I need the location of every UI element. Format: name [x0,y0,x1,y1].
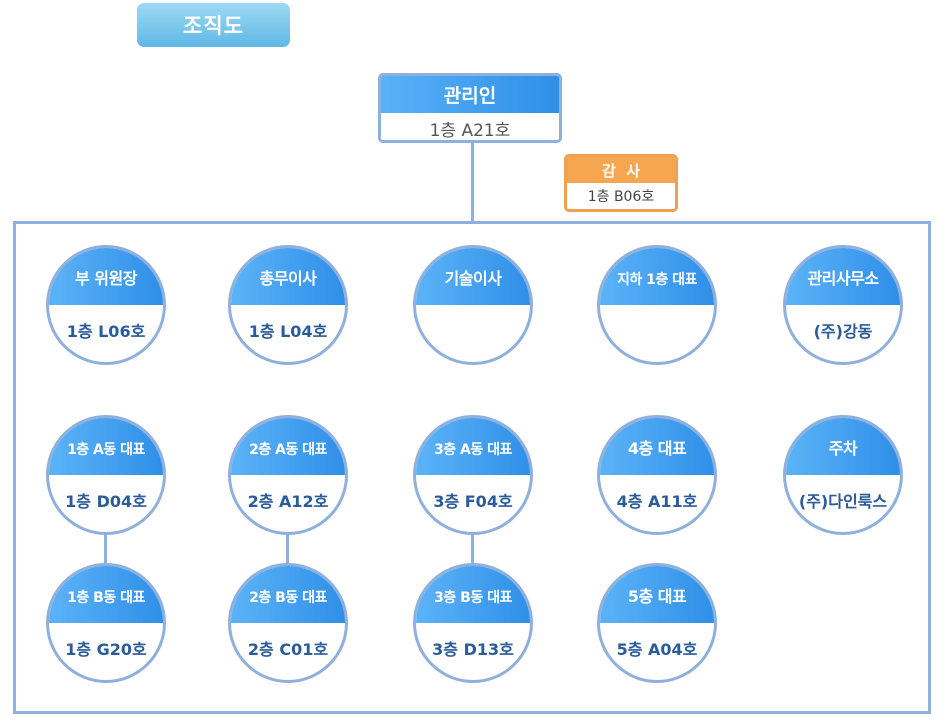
manager-box: 관리인 1층 A21호 [378,73,562,143]
node-2f-a-rep: 2층 A동 대표 2층 A12호 [228,415,348,535]
node-3f-b-rep: 3층 B동 대표 3층 D13호 [413,563,533,683]
manager-location: 1층 A21호 [429,120,511,141]
node-sub: (주)강동 [813,322,873,341]
node-management-office: 관리사무소 (주)강동 [783,245,903,365]
node-sub: 4층 A11호 [616,492,698,511]
node-title: 총무이사 [231,248,345,305]
node-sub: 1층 L04호 [248,322,328,341]
node-title: 5층 대표 [600,566,714,623]
audit-location: 1층 B06호 [587,189,655,205]
node-sub: (주)다인룩스 [798,492,888,511]
node-sub: 1층 L06호 [66,322,146,341]
node-title: 주차 [786,418,900,475]
node-title: 4층 대표 [600,418,714,475]
node-sub: 3층 D13호 [432,640,514,659]
node-technical-director: 기술이사 [413,245,533,365]
node-sub: 1층 G20호 [65,640,147,659]
node-1f-b-rep: 1층 B동 대표 1층 G20호 [46,563,166,683]
node-title: 기술이사 [416,248,530,305]
node-sub: 3층 F04호 [433,492,513,511]
node-sub: 1층 D04호 [65,492,147,511]
node-title: 3층 A동 대표 [416,418,530,475]
node-title: 2층 B동 대표 [231,566,345,623]
manager-title: 관리인 [381,76,559,113]
node-sub: 5층 A04호 [616,640,698,659]
node-vice-chair: 부 위원장 1층 L06호 [46,245,166,365]
node-general-affairs: 총무이사 1층 L04호 [228,245,348,365]
node-title: 3층 B동 대표 [416,566,530,623]
node-sub [416,305,530,355]
node-sub: 2층 A12호 [247,492,329,511]
node-basement-rep: 지하 1층 대표 [597,245,717,365]
connector-3f [471,535,474,565]
organization-frame [13,221,931,714]
audit-box: 감 사 1층 B06호 [564,154,678,212]
node-title: 부 위원장 [49,248,163,305]
node-1f-a-rep: 1층 A동 대표 1층 D04호 [46,415,166,535]
node-title: 2층 A동 대표 [231,418,345,475]
node-sub: 2층 C01호 [247,640,329,659]
page-title: 조직도 [137,3,290,47]
node-sub [600,305,714,355]
node-3f-a-rep: 3층 A동 대표 3층 F04호 [413,415,533,535]
node-title: 1층 B동 대표 [49,566,163,623]
connector-2f [286,535,289,565]
node-title: 지하 1층 대표 [600,248,714,305]
audit-title: 감 사 [567,157,675,183]
node-5f-rep: 5층 대표 5층 A04호 [597,563,717,683]
node-title: 관리사무소 [786,248,900,305]
node-parking: 주차 (주)다인룩스 [783,415,903,535]
manager-connector [471,143,474,223]
node-title: 1층 A동 대표 [49,418,163,475]
node-4f-rep: 4층 대표 4층 A11호 [597,415,717,535]
connector-1f [104,535,107,565]
node-2f-b-rep: 2층 B동 대표 2층 C01호 [228,563,348,683]
